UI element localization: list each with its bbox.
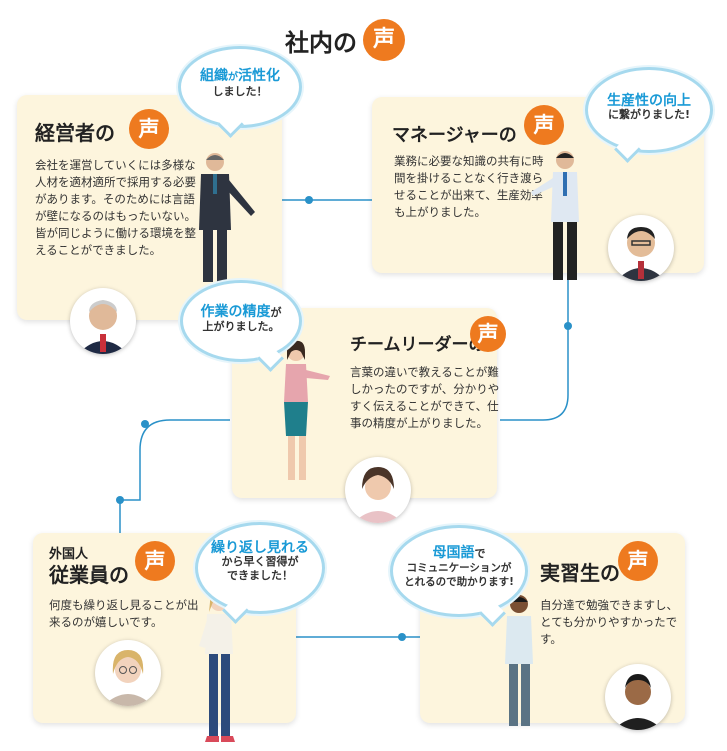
intern-speech-bubble: 母国語で コミュニケーションが とれるので助かります! [390,525,528,627]
page-title: 社内の [285,28,357,57]
card-body: 言葉の違いで教えることが難しかったのですが、分かりやすく伝えることができて、仕事… [350,365,500,430]
bubble-text: が [228,72,238,83]
connector-dot [141,420,149,428]
bubble-text: から早く習得が できました！ [221,555,299,582]
card-title: チームリーダーの [350,335,486,355]
foreign-employee-speech-bubble: 繰り返し見れる から早く習得が できました！ [195,522,325,624]
bubble-highlight: 生産性の向上 [607,93,691,109]
executive-figure [199,153,255,282]
voice-badge: 声 [129,109,169,149]
bubble-highlight: 組織 [200,68,228,84]
card-title: マネージャーの [392,125,517,146]
card-title: 実習生の [540,561,620,585]
page-header: 社内の 声 [285,19,405,61]
bubble-text: に繋がりました! [607,108,691,121]
connector-dot [564,322,572,330]
card-body: 会社を運営していくには多様な人材を適材適所で採用する必要があります。そのためには… [35,158,196,257]
connector-dot [116,496,124,504]
voice-badge: 声 [135,541,175,581]
connector-dot [398,633,406,641]
bubble-text: が [270,306,282,319]
card-body: 何度も繰り返し見ることが出来るのが嬉しいです。 [49,598,199,629]
bubble-highlight: 作業の精度 [200,304,271,320]
card-title: 従業員の [49,563,129,587]
bubble-highlight: 活性化 [238,68,280,84]
connector-dot [305,196,313,204]
team-leader-avatar [345,457,411,523]
card-title-top: 外国人 [49,547,89,562]
bubble-text: 上がりました。 [202,320,280,333]
voice-badge: 声 [470,316,506,352]
bubble-text: コミュニケーションが とれるので助かります! [404,562,514,588]
bubble-text: しました！ [212,85,268,98]
executive-speech-bubble: 組織が活性化 しました！ [178,46,302,138]
bubble-highlight: 繰り返し見れる [211,540,309,556]
team-leader-figure [284,340,330,480]
bubble-highlight: 母国語 [432,545,475,561]
intern-avatar [605,664,671,730]
foreign-employee-avatar [95,640,161,706]
team-leader-speech-bubble: 作業の精度が 上がりました。 [180,280,302,372]
voice-badge: 声 [618,541,658,581]
intern-figure [505,595,533,726]
card-body: 自分達で勉強できますし、とても分かりやすかったです。 [540,598,678,646]
manager-speech-bubble: 生産性の向上 に繋がりました! [585,67,713,163]
bubble-text: で [474,547,486,560]
card-body: 業務に必要な知識の共有に時間を掛けることなく行き渡らせることが出来て、生産効率も… [394,154,544,219]
executive-avatar [70,288,136,354]
voice-badge: 声 [524,105,564,145]
voice-badge: 声 [363,19,405,61]
manager-figure [531,151,579,280]
card-title: 経営者の [35,121,115,145]
executive-card: 経営者の 声 会社を運営していくには多様な人材を適材適所で採用する必要があります… [17,95,282,320]
manager-avatar [608,215,674,281]
